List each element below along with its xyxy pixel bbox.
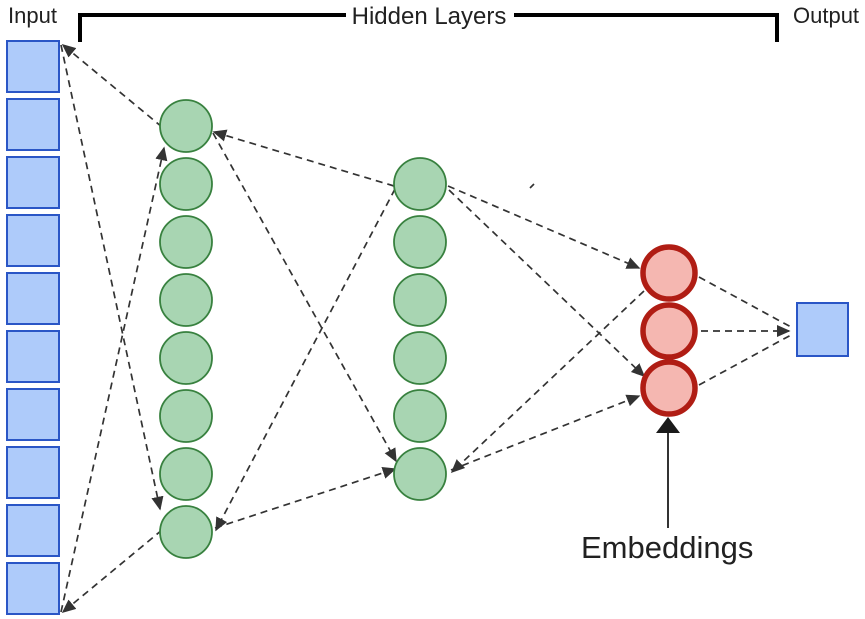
stray-mark	[529, 183, 535, 189]
hidden1-node	[159, 505, 213, 559]
connection-line	[60, 146, 168, 613]
input-label: Input	[8, 3, 57, 28]
connections-embeddings-output	[698, 276, 792, 386]
hidden2-node	[393, 157, 447, 211]
hidden1-node	[159, 331, 213, 385]
hidden2-node	[393, 447, 447, 501]
hidden1-node	[159, 389, 213, 443]
hidden-layer-2	[393, 157, 447, 501]
embeddings-label: Embeddings	[581, 530, 753, 565]
embedding-node	[640, 302, 698, 360]
input-node	[6, 446, 60, 499]
input-node	[6, 388, 60, 441]
input-node	[6, 40, 60, 93]
connection-line	[450, 394, 641, 471]
hidden1-node	[159, 215, 213, 269]
hidden1-node	[159, 273, 213, 327]
input-node	[6, 504, 60, 557]
connection-line	[450, 290, 645, 474]
connection-line	[214, 466, 397, 529]
connections-input-hidden1	[60, 44, 168, 613]
embeddings-layer	[640, 244, 698, 417]
embedding-node	[640, 359, 698, 417]
connection-line	[61, 44, 163, 128]
input-node	[6, 272, 60, 325]
embedding-node	[640, 244, 698, 302]
output-label: Output	[793, 3, 859, 28]
connection-line	[448, 189, 646, 378]
connection-line	[698, 276, 792, 328]
connection-line	[447, 185, 641, 269]
bracket-label-backplate	[346, 1, 514, 30]
arrow-head-icon	[656, 417, 680, 433]
connection-line	[60, 44, 164, 511]
output-node	[796, 302, 849, 357]
hidden2-node	[393, 331, 447, 385]
hidden-layers-label: Hidden Layers	[352, 3, 507, 30]
hidden1-node	[159, 99, 213, 153]
input-node	[6, 562, 60, 615]
connections-hidden1-hidden2	[212, 129, 397, 532]
connection-line	[212, 132, 397, 463]
connection-line	[215, 188, 396, 532]
hidden2-node	[393, 273, 447, 327]
input-layer	[6, 40, 60, 615]
embeddings-pointer-arrow	[656, 417, 680, 528]
connections-hidden2-embeddings	[447, 185, 646, 474]
connection-line	[61, 529, 163, 613]
hidden1-node	[159, 447, 213, 501]
input-node	[6, 98, 60, 151]
hidden2-node	[393, 389, 447, 443]
connection-line	[698, 334, 792, 386]
hidden2-node	[393, 215, 447, 269]
input-node	[6, 214, 60, 267]
connection-line	[212, 129, 395, 187]
hidden-layer-1	[159, 99, 213, 559]
hidden1-node	[159, 157, 213, 211]
input-node	[6, 156, 60, 209]
input-node	[6, 330, 60, 383]
